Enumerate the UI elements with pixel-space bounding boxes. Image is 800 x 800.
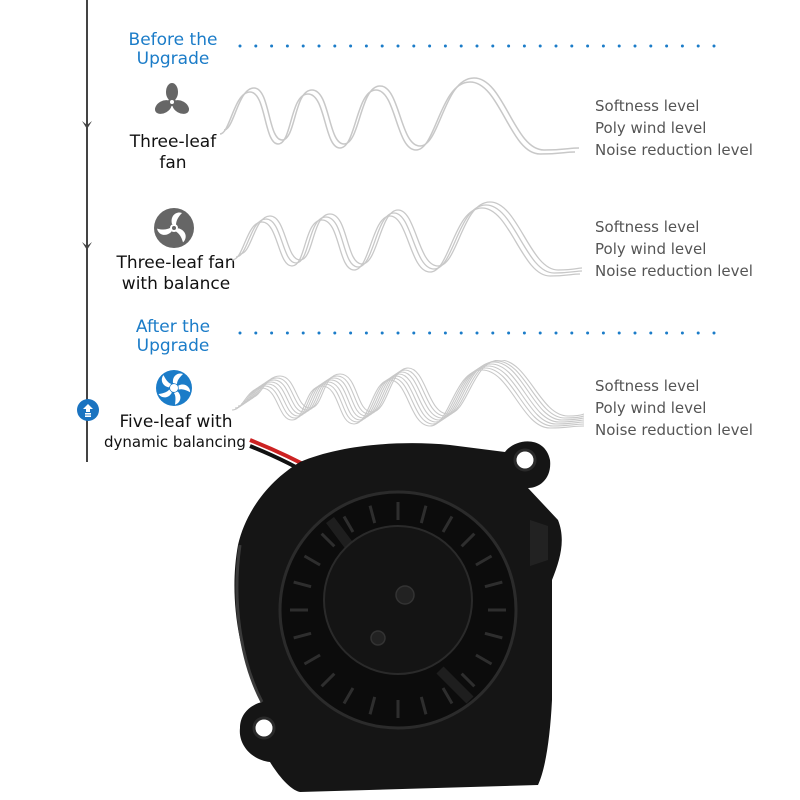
three-leaf-fan-label: Three-leaf fan [129, 132, 217, 173]
softness-level-label: Softness level [595, 97, 700, 115]
after-upgrade-title: After the Upgrade [135, 317, 211, 356]
poly-wind-level-label: Poly wind level [595, 119, 707, 137]
airflow-wave-row-3 [232, 360, 584, 429]
three-leaf-balanced-fan-icon [154, 208, 194, 248]
noise-reduction-level-label: Noise reduction level [595, 421, 753, 439]
after-divider [238, 331, 718, 335]
metrics-list-row-2: Softness level Poly wind level Noise red… [595, 216, 753, 282]
before-divider [238, 44, 718, 48]
upgrade-badge-icon [77, 399, 99, 421]
noise-reduction-level-label: Noise reduction level [595, 141, 753, 159]
softness-level-label: Softness level [595, 377, 700, 395]
three-leaf-balanced-fan-label: Three-leaf fan with balance [116, 253, 236, 294]
five-leaf-fan-label: Five-leaf with [119, 412, 233, 432]
blower-fan-product-image [234, 438, 562, 792]
five-leaf-fan-icon [156, 370, 192, 406]
three-leaf-fan-icon [154, 83, 190, 114]
metrics-list-row-3: Softness level Poly wind level Noise red… [595, 375, 753, 441]
timeline-arrow-icon [82, 242, 92, 250]
noise-reduction-level-label: Noise reduction level [595, 262, 753, 280]
metrics-list-row-1: Softness level Poly wind level Noise red… [595, 95, 753, 161]
airflow-wave-row-2 [232, 201, 582, 277]
softness-level-label: Softness level [595, 218, 700, 236]
airflow-wave-row-1 [220, 77, 580, 155]
timeline-arrow-icon [82, 121, 92, 129]
before-upgrade-title: Before the Upgrade [128, 30, 218, 69]
poly-wind-level-label: Poly wind level [595, 240, 707, 258]
timeline-line [86, 0, 88, 462]
dynamic-balancing-label: dynamic balancing [104, 433, 246, 451]
poly-wind-level-label: Poly wind level [595, 399, 707, 417]
